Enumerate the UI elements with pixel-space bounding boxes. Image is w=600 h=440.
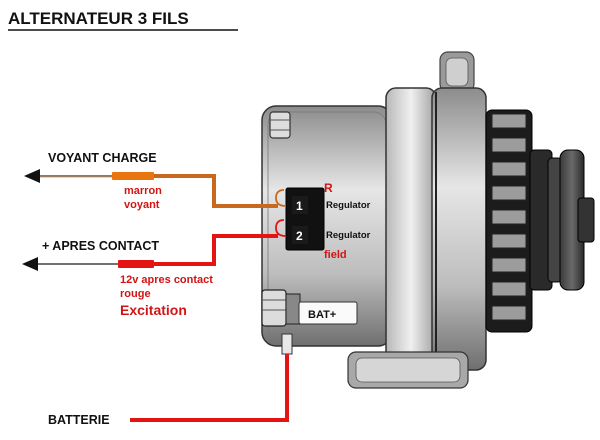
voyant-charge-label: VOYANT CHARGE	[48, 151, 157, 165]
apres-contact-12v-label: 12v apres contact	[120, 274, 213, 286]
wire-batterie	[130, 333, 293, 422]
excitation-label: Excitation	[120, 302, 187, 318]
alternator	[261, 51, 595, 389]
bolt-icon	[269, 111, 291, 139]
terminal-2-label: Regulator	[326, 230, 371, 241]
arrow-left-icon	[22, 257, 38, 271]
terminal-r-label: R	[324, 181, 333, 195]
wire-voyant-charge	[24, 169, 287, 208]
field-label: field	[324, 249, 347, 261]
arrow-left-icon	[24, 169, 40, 183]
rouge-label: rouge	[120, 288, 151, 300]
cooling-fan	[485, 109, 533, 333]
terminal-2-number: 2	[296, 229, 303, 243]
regulator-connector	[285, 187, 325, 251]
marron-label: marron	[124, 185, 162, 197]
terminal-1-number: 1	[296, 199, 303, 213]
battery-terminal-stud	[261, 289, 358, 327]
stator-ring	[385, 87, 437, 371]
bat-plus-label: BAT+	[308, 309, 336, 321]
voyant-label: voyant	[124, 199, 160, 211]
diagram-title: ALTERNATEUR 3 FILS	[8, 9, 189, 28]
wire-apres-contact	[22, 219, 287, 271]
batterie-label: BATTERIE	[48, 413, 110, 427]
pulley	[529, 149, 595, 291]
apres-contact-label: + APRES CONTACT	[42, 239, 159, 253]
terminal-1-label: Regulator	[326, 200, 371, 211]
